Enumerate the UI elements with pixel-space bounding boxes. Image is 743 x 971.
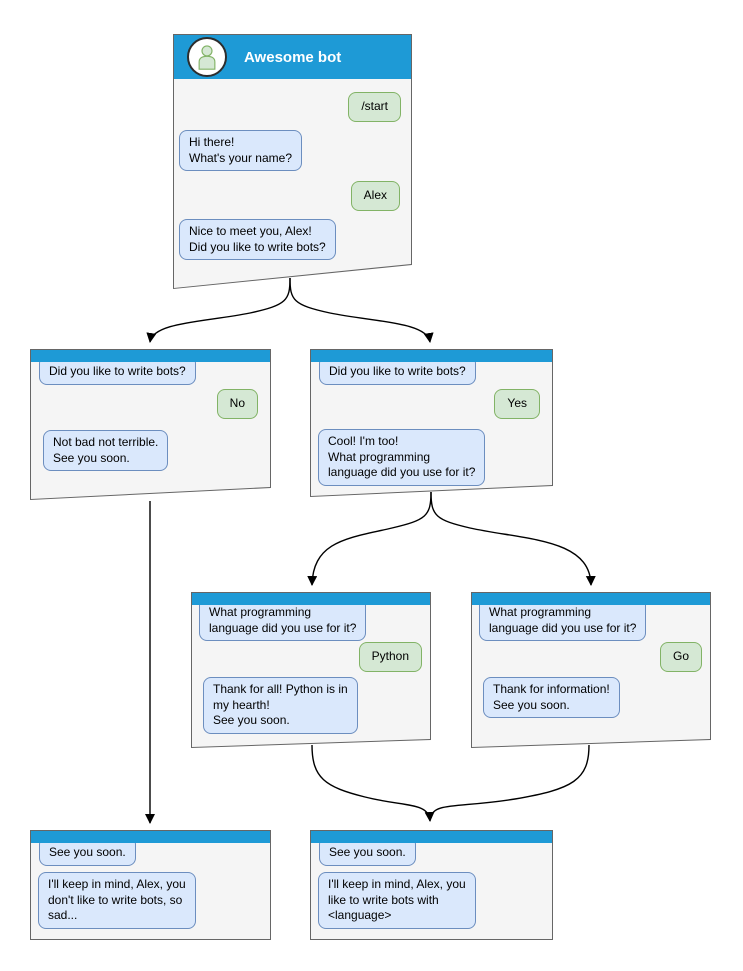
chat-window-end-yes: See you soon. I'll keep in mind, Alex, y… [310, 830, 553, 940]
arrow-yes-to-python [307, 491, 432, 586]
chat-window-no-branch: Did you like to write bots? No Not bad n… [30, 349, 271, 500]
user-message-bubble: Alex [350, 181, 400, 211]
bot-message-bubble: I'll keep in mind, Alex, you like to wri… [318, 872, 476, 929]
arrow-yes-to-go [430, 491, 596, 586]
bot-message-bubble: What programming language did you use fo… [479, 600, 647, 641]
window-title-bar [311, 831, 552, 843]
user-message-bubble: Python [358, 642, 422, 672]
chat-window-main: Awesome bot /start Hi there! What's your… [173, 34, 412, 289]
bot-message-bubble: Hi there! What's your name? [179, 130, 303, 171]
chat-header: Awesome bot [174, 35, 411, 79]
user-message-bubble: /start [348, 92, 401, 122]
bot-message-bubble: Did you like to write bots? [39, 359, 196, 385]
person-icon [198, 45, 216, 70]
chat-window-end-no: See you soon. I'll keep in mind, Alex, y… [30, 830, 271, 940]
user-message-bubble: Yes [494, 389, 540, 419]
window-title-bar [472, 593, 710, 605]
arrow-go-to-end [430, 744, 590, 819]
window-title-bar [192, 593, 430, 605]
user-message-bubble: Go [659, 642, 702, 672]
user-message-bubble: No [216, 389, 258, 419]
bot-message-bubble: Thank for information! See you soon. [483, 677, 620, 718]
arrow-python-to-end [311, 744, 435, 822]
chat-window-python-branch: What programming language did you use fo… [191, 592, 431, 748]
bot-message-bubble: See you soon. [319, 840, 416, 866]
bot-message-bubble: Thank for all! Python is in my hearth! S… [203, 677, 358, 734]
window-title-bar [31, 350, 270, 362]
bot-message-bubble: I'll keep in mind, Alex, you don't like … [38, 872, 196, 929]
bot-message-bubble: Cool! I'm too! What programming language… [318, 429, 486, 486]
bot-message-bubble: What programming language did you use fo… [199, 600, 367, 641]
chat-window-yes-branch: Did you like to write bots? Yes Cool! I'… [310, 349, 553, 497]
bot-message-bubble: Did you like to write bots? [319, 359, 476, 385]
window-title-bar [31, 831, 270, 843]
bot-message-bubble: See you soon. [39, 840, 136, 866]
bot-avatar [187, 37, 227, 77]
window-title-bar [311, 350, 552, 362]
bot-message-bubble: Not bad not terrible. See you soon. [43, 430, 169, 471]
bot-message-bubble: Nice to meet you, Alex! Did you like to … [179, 219, 336, 260]
chat-window-go-branch: What programming language did you use fo… [471, 592, 711, 748]
bot-name: Awesome bot [244, 48, 342, 66]
